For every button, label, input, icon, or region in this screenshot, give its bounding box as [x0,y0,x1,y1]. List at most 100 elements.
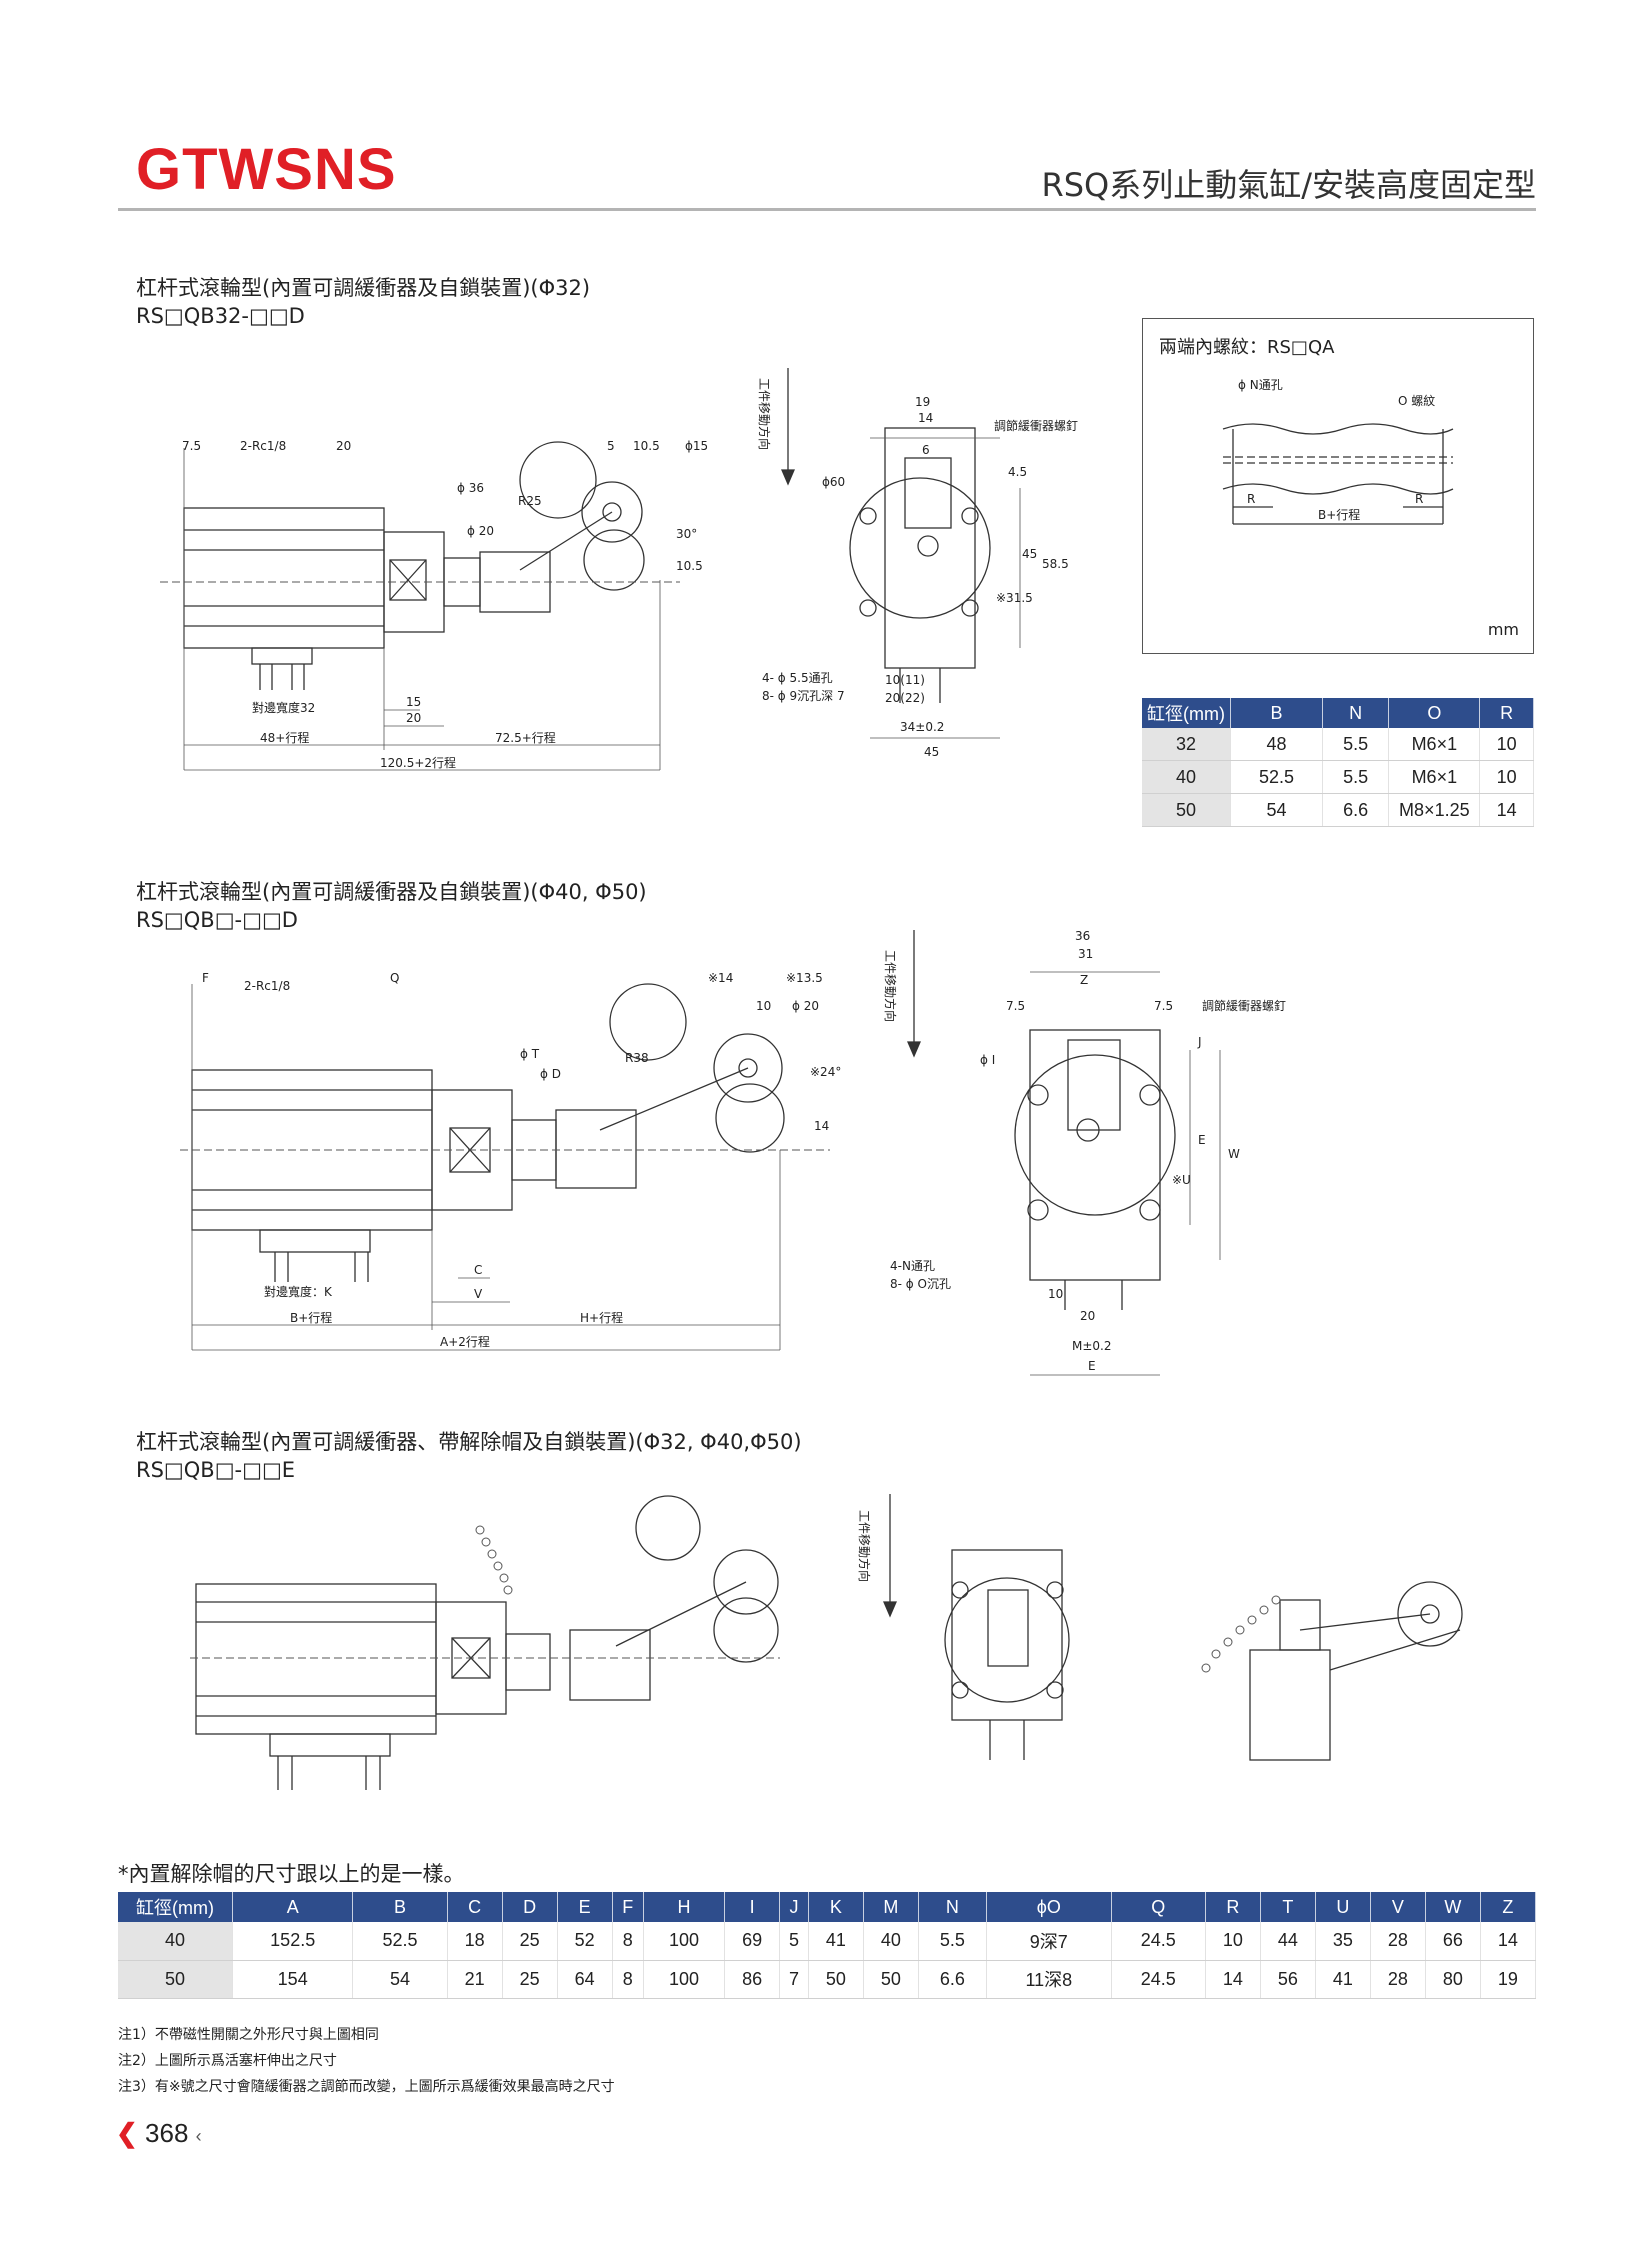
direction-label-2: 工件移動方向 [883,950,898,1022]
table-cell: 25 [502,1960,558,1999]
table2-header: Q [1111,1892,1206,1922]
table-cell: 154 [232,1960,354,1999]
dim-phi36: ϕ 36 [457,481,484,495]
table-cell: 14 [1479,793,1534,827]
table2-header: T [1260,1892,1316,1922]
dim-15: 15 [406,695,421,709]
table2-header: M [863,1892,919,1922]
table-cell: 6.6 [918,1960,987,1999]
header-divider [118,208,1536,211]
dim-rc: 2-Rc1/8 [240,439,286,453]
label-r-right: R [1415,492,1423,506]
dim-34: 34±0.2 [900,720,944,734]
dim-14-2: 14 [814,1119,829,1133]
table-cell: 10 [1205,1922,1261,1961]
dim-z: Z [1080,973,1088,987]
dim-width32: 對邊寬度32 [252,700,315,715]
dim-phi20: ϕ 20 [467,524,494,538]
table-cell: 35 [1315,1922,1371,1961]
table-cell: 28 [1370,1922,1426,1961]
dim-phi15: ϕ15 [685,439,708,453]
table-cell: 50 [1142,793,1231,827]
series-title: RSQ系列止動氣缸/安裝高度固定型 [1041,166,1536,204]
dim-width-k: 對邊寬度：K [264,1284,333,1299]
dim-j: J [1197,1035,1202,1049]
dim-36: 36 [1075,929,1090,943]
table1-header-b: B [1230,698,1323,728]
table-cell: 11深8 [986,1960,1112,1999]
section3-title: 杠杆式滾輪型(內置可調緩衝器、帶解除帽及自鎖裝置)(Φ32, Φ40,Φ50) [136,1430,802,1454]
dim-s14: ※14 [708,971,733,985]
thread-box-title: 兩端內螺紋：RS□QA [1159,337,1335,358]
direction-label-1: 工件移動方向 [757,378,772,450]
table-cell: 6.6 [1322,793,1390,827]
section1-title: 杠杆式滾輪型(內置可調緩衝器及自鎖裝置)(Φ32) [136,276,591,300]
table-cell: 40 [118,1922,233,1961]
section3-model: RS□QB□-□□E [136,1458,296,1482]
dim-u: ※U [1172,1173,1191,1187]
table-cell: 21 [447,1960,503,1999]
unit-label: mm [1487,620,1519,639]
footnote-1: 注1）不帶磁性開關之外形尺寸與上圖相同 [118,2027,379,2043]
footnote-2: 注2）上圖所示爲活塞杆伸出之尺寸 [118,2053,337,2069]
table2-header: I [724,1892,781,1922]
chevron-left-small-icon: ‹ [195,2126,202,2146]
table-cell: 80 [1425,1960,1481,1999]
table2-header: 缸徑(mm) [118,1892,233,1922]
dim-58-5: 58.5 [1042,557,1069,571]
table-cell: 52.5 [1230,760,1323,794]
dim-30deg: 30° [676,527,697,541]
dim-6: 6 [922,443,930,457]
table-cell: 24.5 [1111,1922,1206,1961]
dim-24deg: ※24° [810,1065,841,1079]
table-cell: 14 [1480,1922,1537,1961]
dim-b-stroke: B+行程 [290,1310,332,1325]
dim-7-5a: 7.5 [1006,999,1025,1013]
table-cell: 48 [1230,728,1323,761]
table-cell: M8×1.25 [1388,793,1481,827]
dim-14: 14 [918,411,933,425]
section2-title: 杠杆式滾輪型(內置可調緩衝器及自鎖裝置)(Φ40, Φ50) [136,880,647,904]
table-cell: 40 [1142,760,1231,794]
table2-header: U [1315,1892,1371,1922]
table-cell: 100 [643,1960,726,1999]
dim-5: 5 [607,439,615,453]
brand-logo: GTWSNS [136,137,397,202]
dim-4-5: 4.5 [1008,465,1027,479]
dim-120-5: 120.5+2行程 [380,755,456,770]
table2-header: Z [1480,1892,1537,1922]
section1-side-drawing: 7.5 2-Rc1/8 20 5 10.5 ϕ15 ϕ 36 ϕ 20 R25 … [160,439,708,771]
dim-r38: R38 [625,1051,649,1065]
dim-phi-d: ϕ D [540,1067,561,1081]
dim-phi-i: ϕ I [980,1053,995,1067]
table2-header: R [1205,1892,1261,1922]
label-r-left: R [1247,492,1255,506]
table-cell: 44 [1260,1922,1316,1961]
label-hole-4: 8- ϕ O沉孔 [890,1277,951,1291]
table-cell: 28 [1370,1960,1426,1999]
dim-s13-5: ※13.5 [786,971,823,985]
table-cell: 100 [643,1922,726,1961]
label-adjust-screw: 調節緩衝器螺釘 [994,418,1078,433]
dim-m: M±0.2 [1072,1339,1112,1353]
table-cell: 10 [1479,760,1534,794]
table-cell: 56 [1260,1960,1316,1999]
table2-header: V [1370,1892,1426,1922]
table1-header-o: O [1388,698,1481,728]
table-cell: 25 [502,1922,558,1961]
dim-10-5v: 10.5 [676,559,703,573]
table-cell: 5.5 [1322,760,1390,794]
table2-header: C [447,1892,503,1922]
table-cell: 9深7 [986,1922,1112,1961]
table-cell: M6×1 [1388,760,1481,794]
table2-header: B [352,1892,448,1922]
section3-side-drawing [190,1495,780,1790]
chevron-left-icon: ❮ [116,2118,138,2148]
built-in-cap-note: *內置解除帽的尺寸跟以上的是一樣。 [118,1862,465,1886]
table1-header-bore: 缸徑(mm) [1142,698,1231,728]
thread-detail-drawing: ϕ N通孔 O 螺紋 R R B+行程 [1222,378,1454,525]
dim-45: 45 [924,745,939,759]
